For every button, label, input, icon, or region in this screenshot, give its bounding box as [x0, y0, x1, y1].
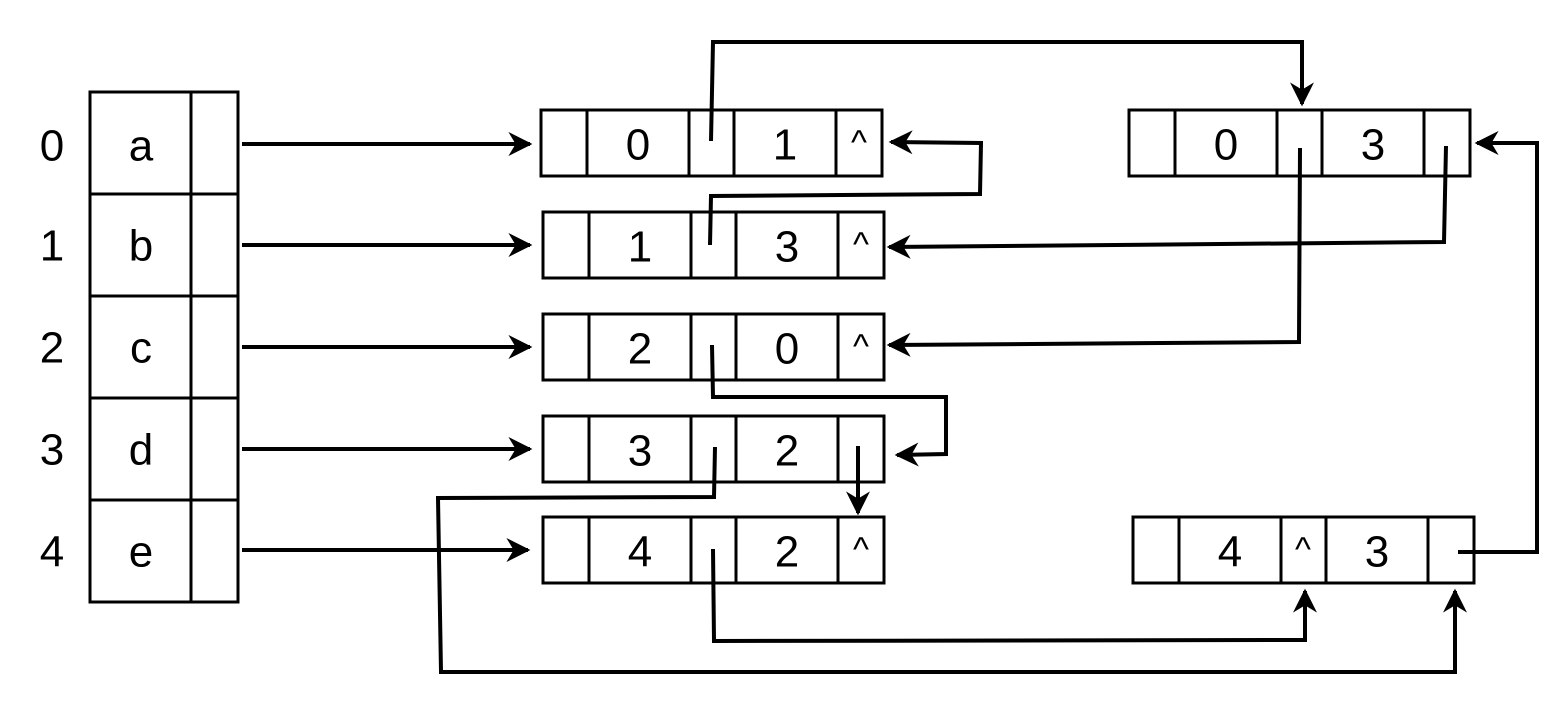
edge-head-link: ^ — [853, 328, 869, 366]
edge-tail-cell — [587, 312, 693, 382]
edge-blank-cell — [539, 108, 589, 178]
link-arrow — [435, 446, 1467, 674]
edge-blank-cell — [1127, 108, 1177, 178]
link-arrow — [709, 40, 1314, 142]
edge-head-link: ^ — [851, 124, 867, 162]
edge-tail-value: 4 — [1218, 528, 1242, 577]
edge-tail-value: 0 — [1214, 121, 1238, 170]
edge-node: 0 1 ^ — [539, 108, 884, 178]
vertex-data-cell — [88, 90, 193, 196]
edge-blank-cell — [541, 312, 591, 382]
edge-head-cell — [734, 414, 840, 484]
edge-head-cell — [1320, 108, 1426, 178]
vertex-index: 1 — [40, 222, 64, 271]
edge-head-value: 2 — [775, 427, 799, 476]
link-arrow — [1458, 131, 1539, 554]
vertex-data-cell — [88, 498, 193, 604]
vertex-row: 4 e — [40, 498, 240, 604]
edge-head-link: ^ — [853, 226, 869, 264]
edge-head-value: 2 — [775, 528, 799, 577]
vertex-label: a — [129, 122, 154, 171]
pointer-arrows — [242, 40, 1539, 674]
edge-head-link: ^ — [853, 531, 869, 569]
vertex-index: 2 — [40, 324, 64, 373]
edge-node: 3 2 — [541, 414, 886, 484]
vertex-row: 3 d — [40, 396, 240, 502]
edge-blank-cell — [1131, 515, 1181, 585]
link-arrow — [710, 344, 948, 467]
edge-head-cell — [734, 210, 840, 280]
edge-tail-cell — [587, 210, 693, 280]
edge-tail-value: 4 — [628, 528, 652, 577]
edge-head-value: 3 — [1361, 121, 1385, 170]
link-arrow — [886, 147, 1302, 357]
edge-tail-value: 2 — [628, 325, 652, 374]
edge-head-value: 3 — [775, 223, 799, 272]
edge-tail-value: 1 — [628, 223, 652, 272]
vertex-row: 2 c — [40, 294, 240, 400]
vertex-label: b — [129, 222, 153, 271]
link-arrow — [886, 145, 1448, 259]
link-arrow — [708, 130, 984, 246]
edge-tail-cell — [585, 108, 691, 178]
edge-head-value: 1 — [773, 121, 797, 170]
edge-head-link-cell — [836, 414, 886, 484]
edge-tail-value: 3 — [628, 427, 652, 476]
vertex-row: 1 b — [40, 192, 240, 298]
vertex-row: 0 a — [40, 90, 240, 196]
vertex-pointer-cell — [189, 396, 240, 502]
edge-tail-cell — [1177, 515, 1283, 585]
edge-node: 1 3 ^ — [541, 210, 886, 280]
vertex-data-cell — [88, 192, 193, 298]
edge-blank-cell — [541, 515, 591, 585]
vertex-table: 0 a 1 b 2 c 3 d 4 e — [40, 90, 240, 604]
vertex-index: 3 — [40, 426, 64, 475]
edge-head-value: 0 — [775, 325, 799, 374]
vertex-pointer-cell — [189, 294, 240, 400]
edge-node: 4 ^ 3 — [1131, 515, 1476, 585]
edge-head-link-cell — [836, 312, 886, 382]
edge-tail-link-cell — [689, 210, 738, 280]
link-arrow — [711, 548, 1317, 644]
vertex-pointer-cell — [189, 90, 240, 196]
edge-head-link-cell — [836, 210, 886, 280]
vertex-label: c — [130, 324, 152, 373]
edge-tail-value: 0 — [626, 121, 650, 170]
vertex-pointer-cell — [189, 498, 240, 604]
edge-head-link-cell — [834, 108, 884, 178]
edge-node: 2 0 ^ — [541, 312, 886, 382]
edge-blank-cell — [541, 210, 591, 280]
vertex-index: 0 — [40, 122, 64, 171]
vertex-pointer-cell — [189, 192, 240, 298]
edge-head-value: 3 — [1365, 528, 1389, 577]
vertex-index: 4 — [40, 528, 64, 577]
edge-tail-cell — [587, 414, 693, 484]
edge-node: 4 2 ^ — [541, 515, 886, 585]
edge-tail-cell — [587, 515, 693, 585]
edge-blank-cell — [541, 414, 591, 484]
edge-head-link-cell — [836, 515, 886, 585]
vertex-label: e — [129, 528, 153, 577]
edge-tail-link: ^ — [1295, 531, 1311, 569]
vertex-label: d — [129, 426, 153, 475]
